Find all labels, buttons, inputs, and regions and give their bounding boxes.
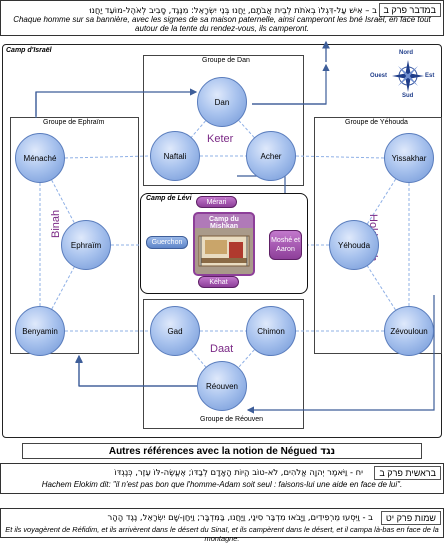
ref-box-bereshit: בראשית פרק ב יח - וַיֹּאמֶר יְהוָה אֱלֹה…: [0, 463, 444, 494]
ref-chemot-translation: Et ils voyagèrent de Réfidim, et ils arr…: [5, 525, 439, 543]
top-verse-translation: Chaque homme sur sa bannière, avec les s…: [13, 15, 431, 33]
ref-bereshit-hebrew: יח - וַיֹּאמֶר יְהוָה אֱלֹהִים, לֹא-טוֹב…: [114, 467, 363, 477]
tribe-yehouda: Yéhouda: [329, 220, 379, 270]
tribe-menache: Ménaché: [15, 133, 65, 183]
sefira-daat: Daat: [210, 343, 234, 355]
compass-north: Nord: [399, 50, 413, 56]
section-title: Autres références avec la notion de Négu…: [108, 445, 318, 457]
top-verse-box: במדבר פרק ב ב – אִישׁ עַל-דִּגְלוֹ בְאֹת…: [0, 0, 444, 36]
mishkan-label: Camp du Mishkan: [209, 216, 239, 230]
levi-moshe-aaron: Moshé et Aaron: [269, 230, 302, 260]
mishkan-box: Camp du Mishkan: [193, 212, 255, 276]
tribe-benyamin: Benyamin: [15, 306, 65, 356]
top-verse-hebrew: ב – אִישׁ עַל-דִּגְלוֹ בְאֹתֹת לְבֵית אֲ…: [89, 5, 377, 15]
levi-camp-title: Camp de Lévi: [146, 195, 192, 202]
group-label-yehouda: Groupe de Yéhouda: [345, 119, 408, 126]
top-verse-ref: במדבר פרק ב: [378, 3, 441, 17]
group-label-dan: Groupe de Dan: [202, 57, 250, 64]
sefira-binah: Binah: [50, 209, 62, 238]
ref-chemot-hebrew: ב - וַיִּסְעוּ מֵרְפִידִים, וַיָּבֹאוּ מ…: [107, 512, 373, 522]
compass-rose-icon: [392, 60, 424, 92]
ref-bereshit-ref: בראשית פרק ב: [374, 466, 441, 480]
tribe-naftali: Naftali: [150, 131, 200, 181]
compass-east: Est: [425, 73, 435, 79]
levi-kehat: Kéhat: [198, 276, 239, 288]
tribe-acher: Acher: [246, 131, 296, 181]
ref-bereshit-translation: Hachem Elokim dit: "il n'est pas bon que…: [41, 480, 403, 489]
tribe-gad: Gad: [150, 306, 200, 356]
levi-guerchon: Guerchon: [146, 236, 188, 249]
tribe-ephraim: Ephraïm: [61, 220, 111, 270]
tribe-chimon: Chimon: [246, 306, 296, 356]
camp-title: Camp d'Israël: [6, 47, 52, 54]
levi-merari: Mérari: [196, 196, 237, 208]
group-label-ephraim: Groupe de Ephraïm: [43, 119, 105, 126]
group-label-reouven: Groupe de Réouven: [200, 416, 264, 423]
section-title-box: Autres références avec la notion de Négu…: [22, 443, 422, 459]
tribe-reouven: Réouven: [197, 361, 247, 411]
compass-south: Sud: [402, 93, 414, 99]
tribe-yissakhar: Yissakhar: [384, 133, 434, 183]
compass-west: Ouest: [370, 73, 388, 79]
ref-chemot-ref: שמות פרק יט: [380, 511, 441, 525]
tribe-zevouloun: Zévouloun: [384, 306, 434, 356]
mishkan-image-icon: [195, 228, 253, 274]
ref-box-chemot: שמות פרק יט ב - וַיִּסְעוּ מֵרְפִידִים, …: [0, 508, 444, 543]
compass: Nord Sud Ouest Est: [370, 50, 436, 104]
tribe-dan: Dan: [197, 77, 247, 127]
section-title-hebrew: נגד: [320, 445, 336, 457]
sefira-keter: Keter: [207, 133, 234, 145]
